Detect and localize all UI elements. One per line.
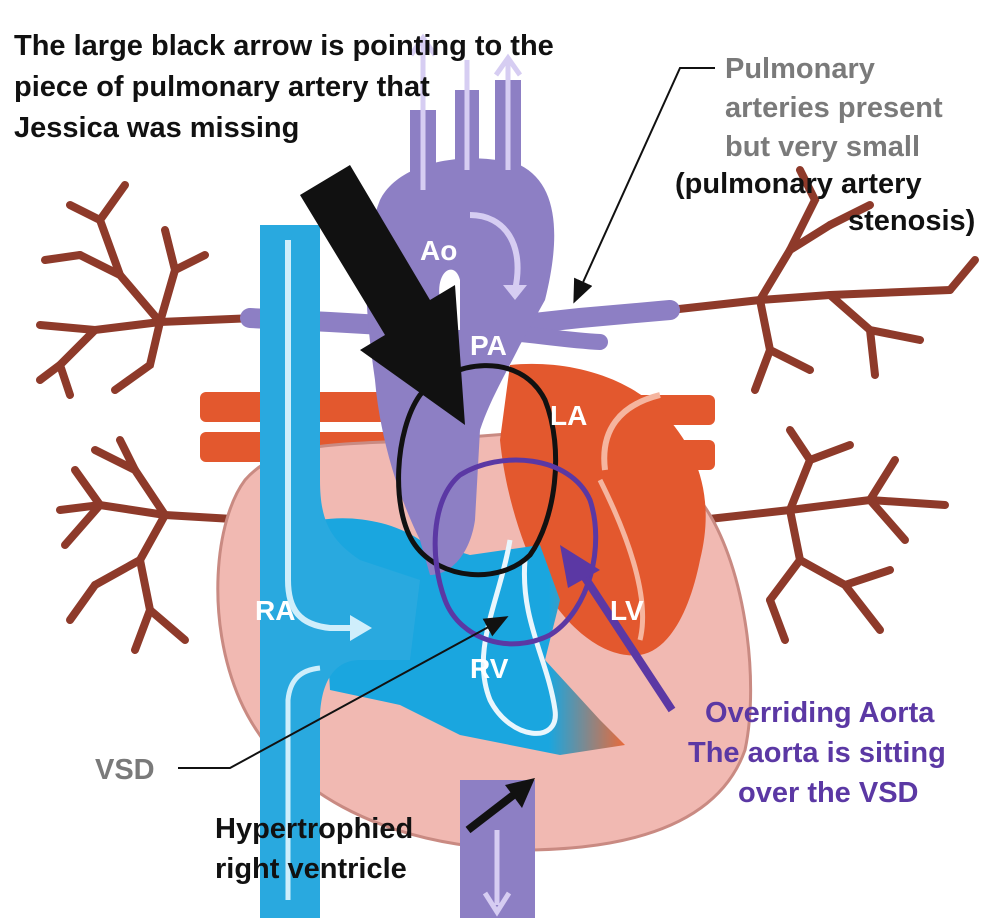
missing-piece-text-3: Jessica was missing bbox=[14, 112, 299, 144]
ao-flow-arrow-head bbox=[503, 285, 527, 300]
hypertrophied-text-1: Hypertrophied bbox=[215, 813, 413, 845]
left-lower-lung-branches bbox=[56, 436, 254, 654]
label-ao: Ao bbox=[420, 235, 457, 266]
ao-flow-arrow bbox=[469, 212, 521, 291]
pulmonary-text-2: arteries present bbox=[725, 92, 943, 124]
overriding-text-2: The aorta is sitting bbox=[688, 737, 946, 769]
missing-piece-text-2: piece of pulmonary artery that bbox=[14, 71, 430, 103]
large-black-arrow bbox=[300, 165, 465, 425]
overriding-text-3: over the VSD bbox=[738, 777, 919, 809]
stenosis-text-2: stenosis) bbox=[848, 205, 975, 237]
pulmonary-text-3: but very small bbox=[725, 131, 920, 163]
hypertrophy-arrow-shaft bbox=[465, 786, 523, 834]
missing-piece-circle bbox=[396, 363, 559, 578]
lv-flow-arrow bbox=[597, 478, 646, 641]
neck-flow-arrows bbox=[408, 33, 523, 190]
hypertrophy-arrow-head bbox=[505, 778, 535, 808]
la-flow-arrow bbox=[601, 392, 661, 471]
right-upper-lung-branches bbox=[666, 166, 979, 394]
ivc-flow-arrow bbox=[285, 665, 321, 900]
ra-flow-arrow-head bbox=[350, 615, 372, 641]
overriding-text-1: Overriding Aorta bbox=[705, 697, 935, 729]
vena-cava-right-atrium bbox=[260, 225, 420, 918]
right-lower-lung-branches bbox=[696, 426, 949, 644]
label-ra: RA bbox=[255, 595, 295, 626]
ra-flow-arrow bbox=[285, 240, 360, 631]
purple-arrow-head bbox=[560, 545, 600, 588]
label-pa: PA bbox=[470, 330, 507, 361]
stenosis-text-1: (pulmonary artery bbox=[675, 168, 922, 200]
missing-piece-text-1: The large black arrow is pointing to the bbox=[14, 30, 554, 62]
pulmonary-leader-line bbox=[573, 67, 715, 304]
descending-vessel-arrow bbox=[482, 830, 512, 917]
vsd-leader-line bbox=[178, 616, 509, 769]
label-lv: LV bbox=[610, 595, 644, 626]
label-la: LA bbox=[550, 400, 587, 431]
purple-arrow-shaft bbox=[576, 567, 676, 713]
label-rv: RV bbox=[470, 653, 509, 684]
hypertrophied-text-2: right ventricle bbox=[215, 853, 407, 885]
vsd-text: VSD bbox=[95, 754, 155, 786]
overriding-aorta-circle bbox=[432, 457, 599, 647]
pulmonary-text-1: Pulmonary bbox=[725, 53, 875, 85]
left-upper-lung-branches bbox=[36, 181, 259, 399]
